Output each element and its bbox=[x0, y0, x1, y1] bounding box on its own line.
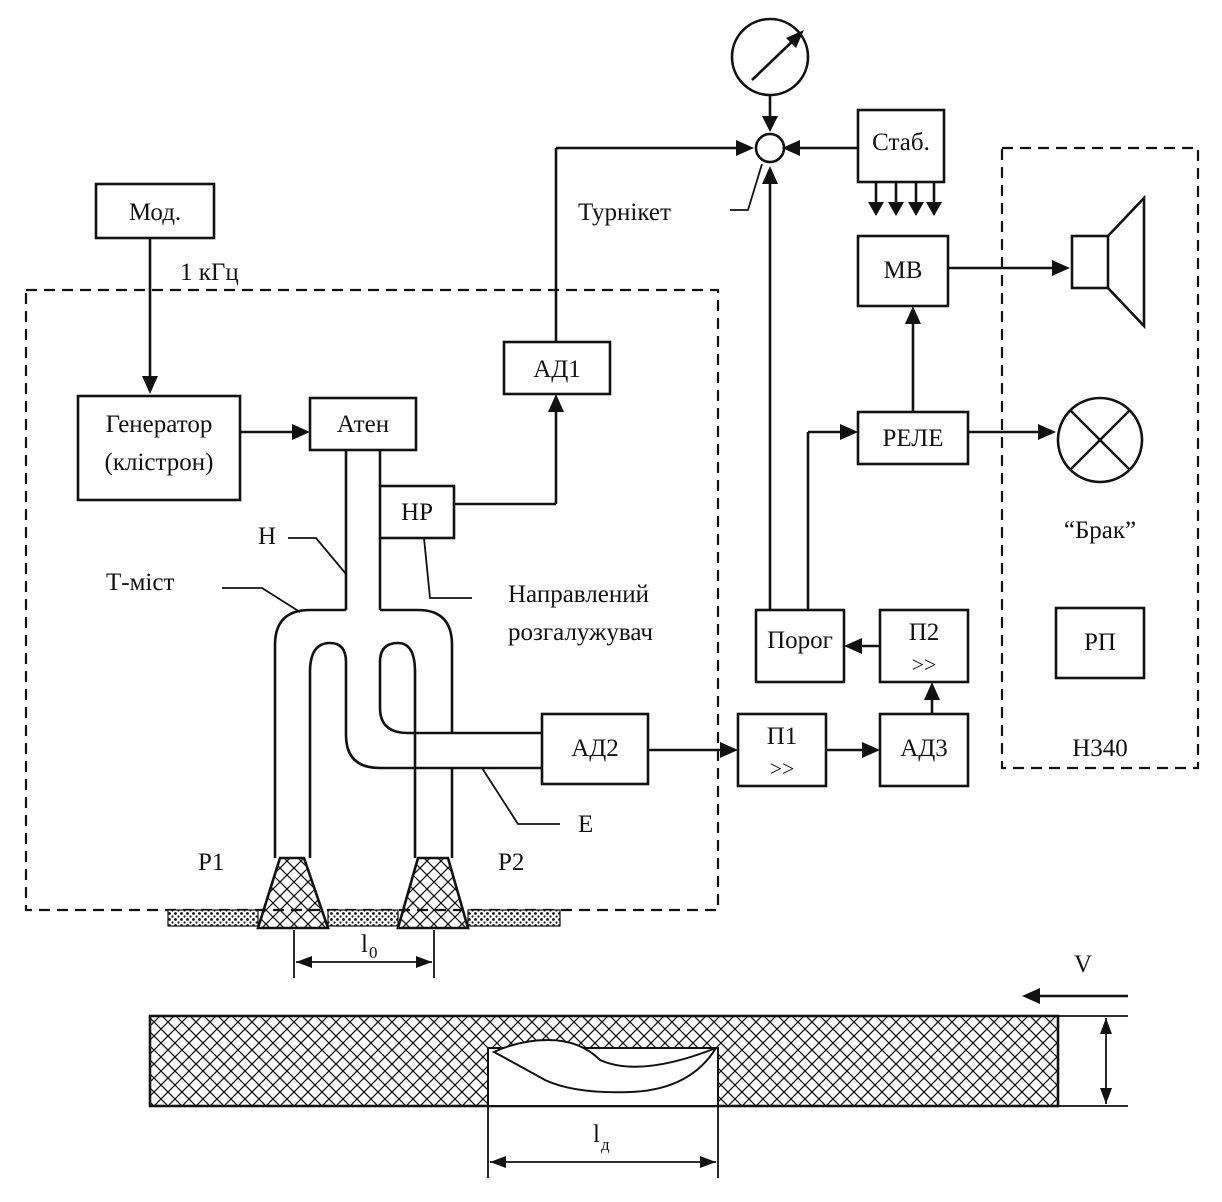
svg-text:АД1: АД1 bbox=[533, 356, 581, 383]
detector-ad3-block: АД3 bbox=[878, 712, 970, 788]
svg-text:>>: >> bbox=[912, 652, 937, 677]
directional-coupler-block: HP bbox=[378, 484, 456, 540]
h-label: Н bbox=[258, 523, 276, 550]
meter-gauge-icon bbox=[730, 17, 810, 97]
thickness-dimension bbox=[1058, 1015, 1128, 1107]
turnstile-label: Турнікет bbox=[578, 199, 671, 226]
arrow-head bbox=[142, 376, 158, 394]
svg-text:Стаб.: Стаб. bbox=[872, 129, 930, 156]
svg-text:(клістрон): (клістрон) bbox=[105, 449, 214, 476]
probe-horn-p2 bbox=[396, 856, 470, 930]
waveguide-t-bridge bbox=[273, 450, 542, 858]
turnstile-node bbox=[754, 132, 786, 164]
defect-shape bbox=[491, 1038, 719, 1094]
reject-label: “Брак” bbox=[1064, 517, 1136, 544]
probe-label-p1: Р1 bbox=[198, 849, 224, 876]
svg-text:>>: >> bbox=[770, 756, 795, 781]
svg-text:д: д bbox=[601, 1135, 610, 1154]
svg-text:АД3: АД3 bbox=[900, 735, 948, 762]
h340-enclosure bbox=[1000, 146, 1200, 770]
power-output-arrows bbox=[868, 182, 942, 216]
coupler-label-line1: Направлений bbox=[508, 581, 649, 608]
svg-text:П1: П1 bbox=[767, 723, 798, 750]
svg-text:HP: HP bbox=[401, 499, 433, 526]
speaker-icon bbox=[1070, 194, 1146, 330]
svg-text:АД2: АД2 bbox=[571, 735, 619, 762]
reject-lamp-icon bbox=[1056, 396, 1144, 484]
probe-label-p2: Р2 bbox=[498, 849, 524, 876]
threshold-block: Порог bbox=[754, 608, 846, 684]
svg-text:РП: РП bbox=[1084, 629, 1116, 656]
attenuator-block: Атен bbox=[308, 396, 418, 452]
svg-text:Мод.: Мод. bbox=[129, 199, 181, 226]
t-bridge-label: Т-міст bbox=[106, 569, 174, 596]
svg-text:Генератор: Генератор bbox=[106, 411, 213, 438]
detector-ad2-block: АД2 bbox=[540, 712, 650, 786]
relay-block: РЕЛЕ bbox=[856, 410, 970, 466]
svg-text:П2: П2 bbox=[909, 619, 940, 646]
stabilizer-block: Стаб. bbox=[856, 108, 946, 184]
e-label: Е bbox=[578, 811, 593, 838]
rp-block: РП bbox=[1054, 606, 1146, 680]
velocity-label: V bbox=[1074, 951, 1092, 978]
device-model-label: Н340 bbox=[1072, 735, 1128, 762]
distance-l0-dimension: l 0 bbox=[293, 930, 435, 978]
multivibrator-block: МВ bbox=[856, 234, 950, 308]
velocity-arrow-icon bbox=[1022, 988, 1128, 1004]
svg-text:РЕЛЕ: РЕЛЕ bbox=[882, 425, 943, 452]
svg-text:Порог: Порог bbox=[767, 627, 833, 654]
coupler-label-line2: розгалужувач bbox=[508, 619, 653, 646]
probe-horn-p1 bbox=[256, 856, 330, 930]
svg-text:МВ: МВ bbox=[884, 257, 923, 284]
turnstile-leader bbox=[730, 163, 763, 211]
surface-strip bbox=[167, 909, 259, 927]
frequency-label: 1 кГц bbox=[180, 259, 239, 286]
svg-text:Атен: Атен bbox=[337, 411, 389, 438]
svg-text:0: 0 bbox=[369, 943, 378, 962]
detector-ad1-block: АД1 bbox=[502, 340, 612, 396]
amplifier-p2-block: П2 >> bbox=[878, 608, 970, 684]
defect-length-label: l bbox=[593, 1121, 600, 1148]
amplifier-p1-block: П1 >> bbox=[736, 712, 828, 788]
svg-text:l: l bbox=[361, 931, 368, 958]
modulator-block: Мод. bbox=[94, 182, 216, 240]
generator-klystron-block: Генератор (клістрон) bbox=[76, 394, 242, 502]
